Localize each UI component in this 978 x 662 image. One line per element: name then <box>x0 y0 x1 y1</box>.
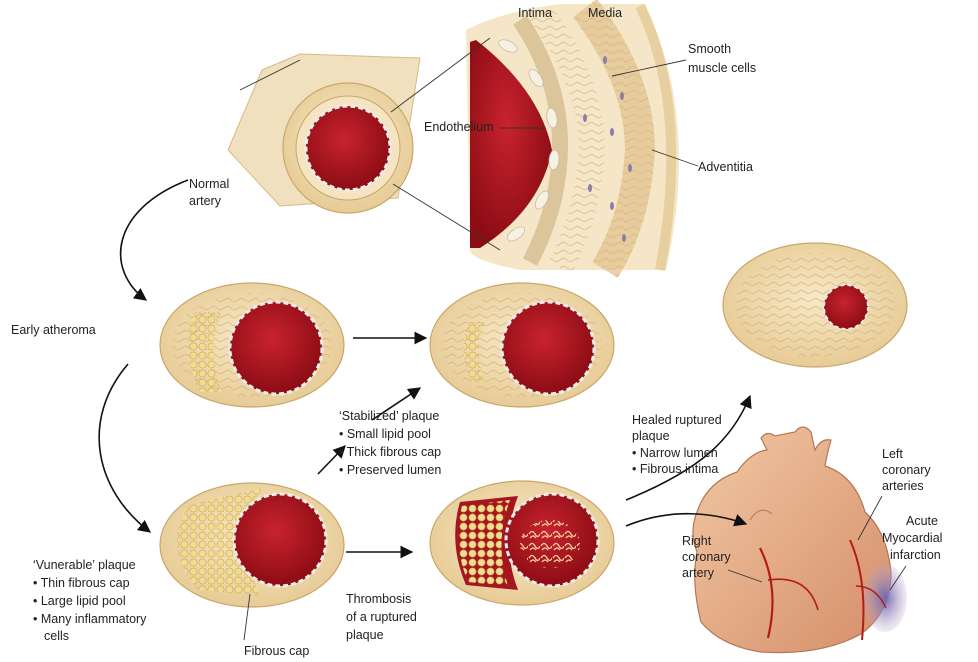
label-smooth-muscle: Smooth muscle cells <box>688 42 756 75</box>
label-right-coronary: Right coronary artery <box>682 534 734 580</box>
process-arrows <box>98 179 752 559</box>
label-endothelium: Endothelium <box>424 120 494 134</box>
stabilized-plaque-section <box>429 282 615 408</box>
label-thrombosis: Thrombosis of a ruptured plaque <box>346 592 420 642</box>
early-atheroma-section <box>159 282 345 408</box>
label-fibrous-cap: Fibrous cap <box>244 644 309 658</box>
normal-artery-tube <box>227 53 421 214</box>
label-early-atheroma: Early atheroma <box>11 323 96 337</box>
label-media: Media <box>588 6 622 20</box>
label-normal-artery: Normal artery <box>189 177 233 208</box>
label-intima: Intima <box>518 6 552 20</box>
heart-illustration <box>692 426 907 654</box>
healed-plaque-section <box>722 242 908 368</box>
label-stabilized-plaque: ‘Stabilized’ plaque • Small lipid pool •… <box>339 409 445 477</box>
artery-wall-zoom <box>466 0 679 278</box>
vulnerable-plaque-section <box>159 482 345 608</box>
label-left-coronary: Left coronary arteries <box>882 447 934 493</box>
label-healed-plaque: Healed ruptured plaque • Narrow lumen • … <box>632 413 725 476</box>
label-acute-mi: Acute Myocardial infarction <box>882 514 946 562</box>
thrombosis-section <box>429 480 615 606</box>
label-vulnerable-plaque: ‘Vunerable’ plaque • Thin fibrous cap • … <box>33 558 150 643</box>
label-adventitia: Adventitia <box>698 160 753 174</box>
